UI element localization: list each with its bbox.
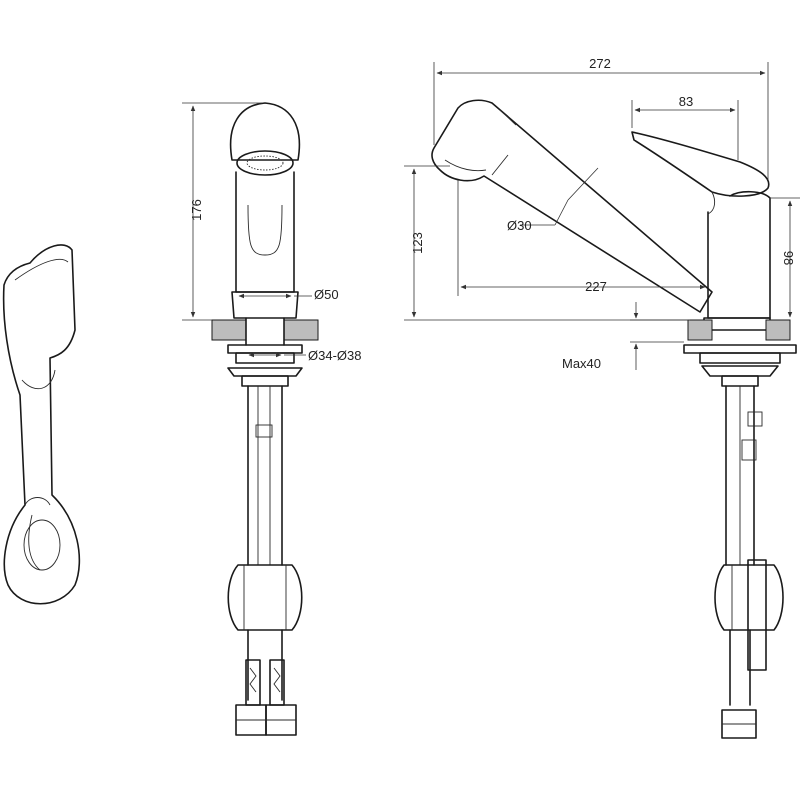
- body-diameter-label: Ø50: [314, 287, 339, 302]
- max-deck-thickness-label: Max40: [562, 356, 601, 371]
- overall-length-label: 272: [589, 56, 611, 71]
- spout-reach-label: 227: [585, 279, 607, 294]
- spout-height-label: 123: [410, 232, 425, 254]
- mounting-hole-label: Ø34-Ø38: [308, 348, 361, 363]
- deck-section-left: [211, 319, 247, 341]
- side-view: 272 83 Ø30 123 227 98 Max40: [404, 56, 800, 739]
- deck-section-side-right: [765, 319, 791, 341]
- deck-section-side-left: [687, 319, 713, 341]
- top-view: [2, 244, 81, 605]
- lever-length-label: 83: [679, 94, 693, 109]
- front-view: 176 Ø50 Ø34-Ø38: [182, 102, 361, 736]
- spout-diameter-label: Ø30: [507, 218, 532, 233]
- height-label: 176: [189, 199, 204, 221]
- deck-section-right: [283, 319, 319, 341]
- body-height-label: 98: [781, 251, 796, 265]
